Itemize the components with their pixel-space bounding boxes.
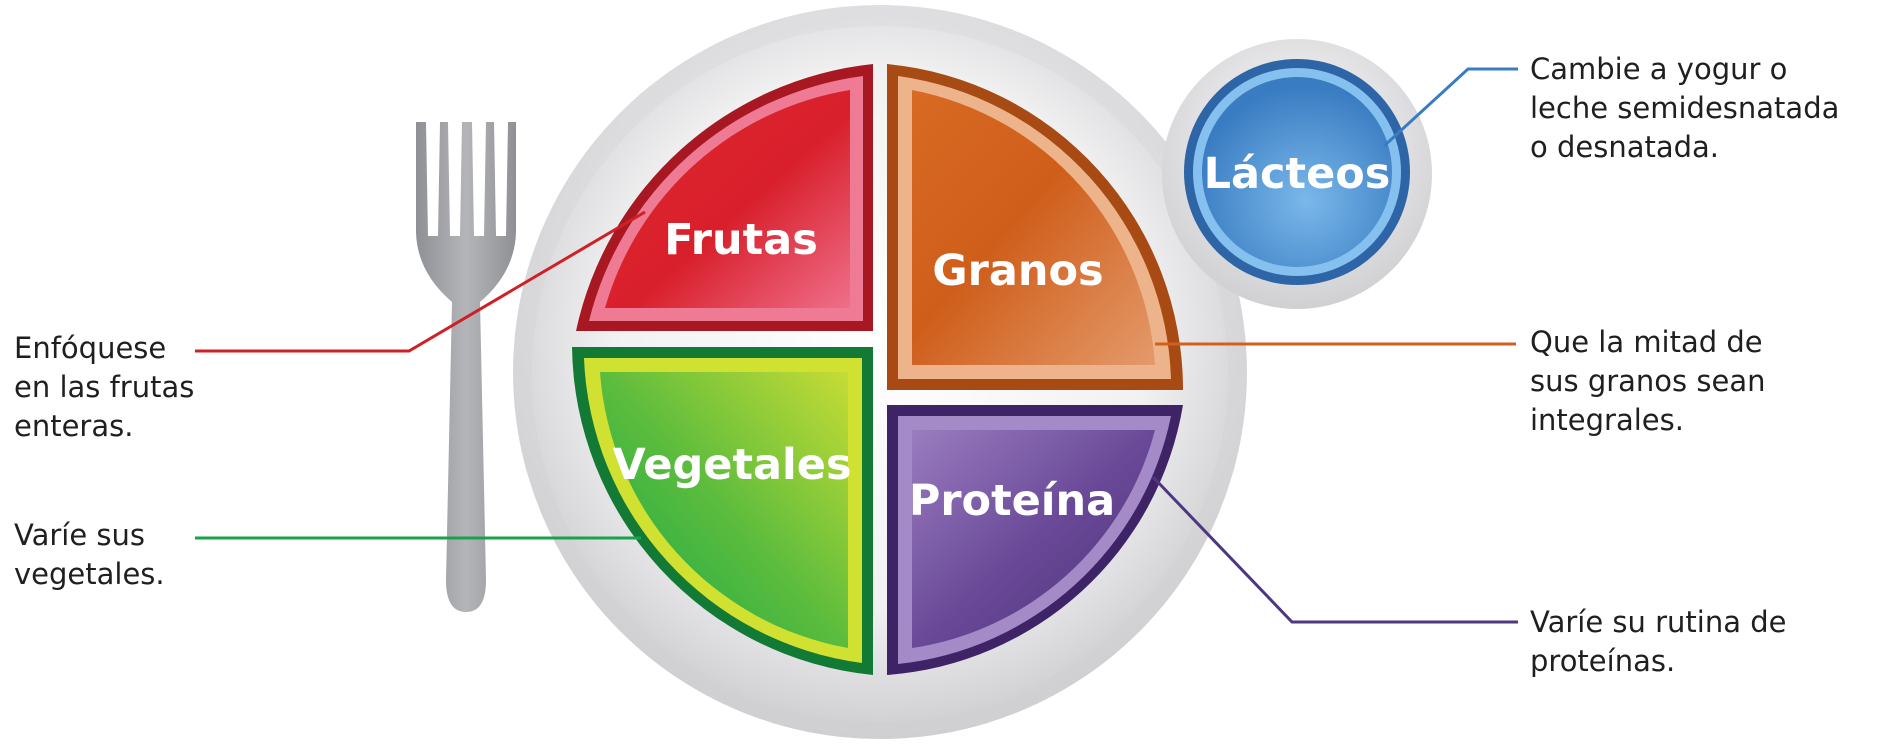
frutas-section: Frutas bbox=[576, 64, 873, 331]
proteina-label: Proteína bbox=[909, 476, 1115, 526]
callout-lines bbox=[195, 67, 1518, 624]
lacteos-section: Lácteos bbox=[1162, 39, 1432, 309]
granos-label: Granos bbox=[932, 246, 1103, 296]
fork-icon bbox=[416, 122, 516, 612]
lacteos-label: Lácteos bbox=[1204, 149, 1391, 199]
lacteos-callout-line bbox=[1382, 67, 1518, 148]
frutas-annotation: Enfóquese en las frutas enteras. bbox=[14, 331, 195, 443]
granos-annotation: Que la mitad de sus granos sean integral… bbox=[1530, 325, 1766, 437]
granos-section: Granos bbox=[887, 64, 1184, 390]
vegetales-label: Vegetales bbox=[612, 440, 851, 490]
lacteos-annotation: Cambie a yogur o leche semidesnatada o d… bbox=[1530, 52, 1840, 164]
frutas-label: Frutas bbox=[664, 215, 818, 265]
proteina-section: Proteína bbox=[887, 405, 1183, 675]
proteina-annotation: Varíe su rutina de proteínas. bbox=[1530, 605, 1787, 678]
vegetales-annotation: Varíe sus vegetales. bbox=[14, 518, 165, 591]
vegetales-section: Vegetales bbox=[572, 347, 873, 675]
frutas-callout-line bbox=[195, 210, 646, 353]
proteina-callout-line bbox=[1151, 475, 1518, 624]
